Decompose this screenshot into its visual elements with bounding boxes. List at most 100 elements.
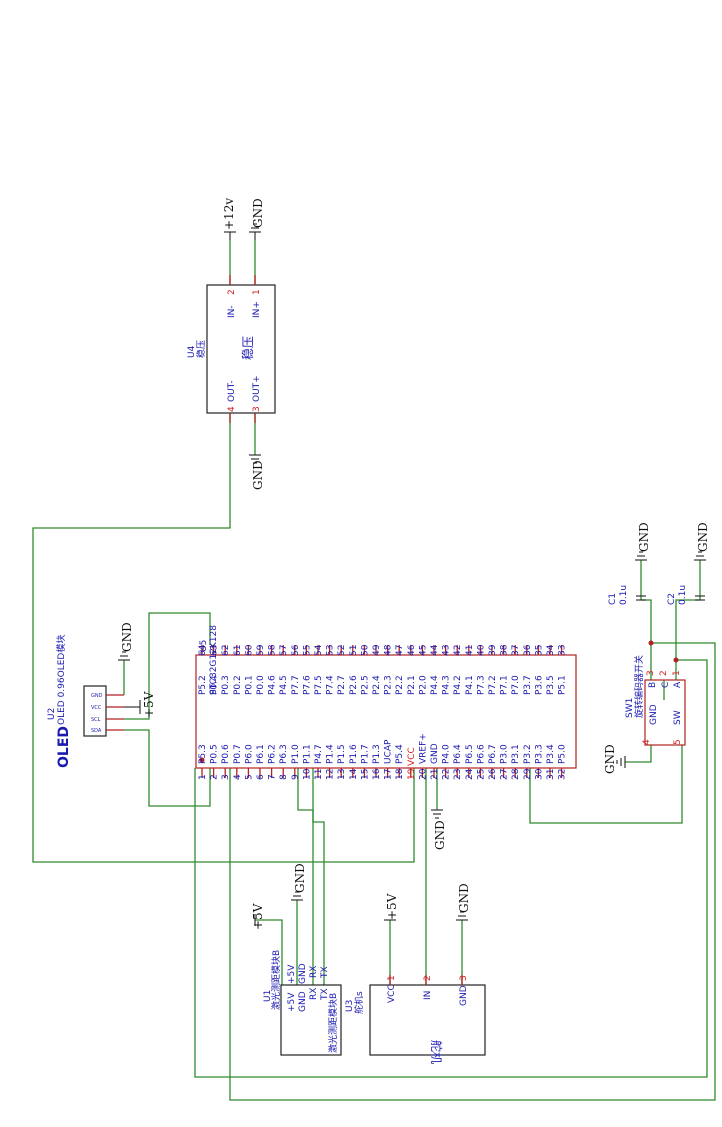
u5-pin-num: 16: [372, 768, 382, 780]
sw1-ref: SW1: [625, 698, 635, 718]
u5-pin-num: 61: [233, 645, 243, 656]
u4-gnd-out-label: GND: [251, 460, 265, 490]
u4-pin2-num: 2: [227, 289, 237, 295]
u5-pin-num: 64: [198, 644, 208, 656]
u5-pin-num: 60: [244, 644, 254, 656]
u5-pin-num: 5: [244, 774, 254, 780]
sw1-pin-gnd: GND: [649, 704, 659, 725]
c2-gnd-label: GND: [696, 522, 710, 552]
u3-pin-vcc: VCC: [387, 984, 397, 1003]
wire-enc-b: [229, 642, 716, 1101]
u5-pin-num: 23: [453, 769, 463, 780]
u1-laser: U1 激光测距模块B 激光测距模块B +5V GND RX TX +5V GND…: [251, 863, 342, 1056]
wire-u5-p1: [297, 768, 314, 985]
u3-pin2-num: 2: [423, 975, 433, 981]
u5-pin-name: P7.2: [488, 675, 498, 695]
u5-pin-num: 48: [384, 644, 394, 656]
u5-pin-name: P2.5: [360, 675, 370, 695]
u5-pin-name: P2.1: [407, 675, 417, 695]
u5-pin-name: P5.1: [558, 675, 568, 695]
c2-value: 0.1u: [678, 585, 688, 605]
u5-pin-name: VREF+: [418, 733, 428, 764]
u1-name: 激光测距模块B: [270, 950, 282, 1010]
sw1-pin3-num: 3: [646, 670, 656, 676]
u5-pin-num: 33: [558, 645, 568, 656]
u5-pin-num: 24: [465, 768, 475, 780]
u5-pin-num: 18: [395, 768, 405, 780]
u4-ref: U4: [187, 345, 197, 358]
u5-pin-name: VCC: [407, 747, 417, 766]
u5-pin-name: P0.3: [221, 675, 231, 695]
u5-pin-name: P4.2: [453, 675, 463, 695]
u2-vcc-label: +5V: [142, 691, 156, 718]
u3-center-label: 舵机: [429, 1040, 444, 1064]
u5-pin-name: P1.5: [337, 744, 347, 764]
u5-pin-num: 46: [407, 644, 417, 656]
u5-pin-num: 41: [465, 645, 475, 656]
c1-gnd-label: GND: [637, 522, 651, 552]
sw1-pin1-num: 1: [672, 670, 682, 676]
u5-pin-name: P6.4: [453, 744, 463, 764]
u5-pin-name: P2.0: [418, 675, 428, 695]
u5-pin-num: 20: [418, 768, 428, 780]
u3-pin1-num: 1: [387, 975, 397, 981]
u1-pin-5v: +5V: [287, 964, 297, 984]
u5-pin-num: 2: [210, 774, 220, 780]
u1-inner-gnd: GND: [298, 991, 308, 1012]
u5-pin-num: 30: [534, 768, 544, 780]
u5-pin-num: 43: [442, 645, 452, 656]
u5-pin-name: P1.3: [372, 744, 382, 764]
u5-pin-name: P5.2: [198, 675, 208, 695]
u5-pin-name: P6.5: [465, 744, 475, 764]
gnd-icon: [431, 809, 443, 819]
gnd-icon: [616, 756, 626, 768]
u5-body: [195, 654, 577, 769]
u5-pin-num: 22: [442, 769, 452, 780]
u5-pin-name: P0.2: [233, 675, 243, 695]
u5-pin-name: P4.1: [465, 675, 475, 695]
u5-pin-num: 35: [534, 645, 544, 656]
u5-pin-name: P7.1: [500, 675, 510, 695]
u5-pin-name: P0.7: [233, 744, 243, 764]
u5-pin-num: 6: [256, 774, 266, 780]
u1-pin-rx: RX: [309, 966, 319, 978]
u3-pin3-num: 3: [459, 975, 469, 981]
u5-pin-name: P3.5: [546, 675, 556, 695]
u5-pin-num: 15: [360, 769, 370, 780]
u5-pin-num: 44: [430, 644, 440, 656]
u5-pin-num: 32: [558, 769, 568, 780]
sw1-pin-b: B: [648, 682, 658, 688]
c1-ref: C1: [608, 593, 618, 605]
u5-pin-num: 14: [349, 768, 359, 780]
u2-pin-vcc: VCC: [91, 705, 102, 711]
u1-inner-5v: +5V: [287, 992, 297, 1012]
u5-pin-name: P6.6: [476, 744, 486, 764]
u2-body: [83, 685, 107, 737]
u3-pin-gnd: GND: [459, 985, 469, 1006]
u5-pin-name: P6.0: [244, 744, 254, 764]
u5-pin-name: P2.7: [337, 675, 347, 695]
u4-pin-in-plus: IN+: [252, 301, 262, 318]
u2-name: OLED 0.96OLED模块: [55, 635, 67, 725]
sw1-pin5-num: 5: [673, 739, 683, 745]
c1-value: 0.1u: [619, 585, 629, 605]
u5-pin-num: 39: [488, 644, 498, 656]
wire-c2: [675, 560, 701, 660]
u5-pin-name: P6.3: [279, 744, 289, 764]
u5-pin-num: 54: [314, 644, 324, 656]
u5-left-pins: 1P5.32P0.53P0.64P0.75P6.06P6.17P6.28P6.3…: [198, 733, 568, 780]
u3-name: 舵机s: [353, 991, 365, 1014]
u5-pin-num: 47: [395, 645, 405, 656]
wire-laser-5v: [255, 919, 283, 985]
wire-enc-a: [194, 659, 708, 1078]
wire-out-minus: [32, 413, 415, 863]
sw1-pin2-num: 2: [659, 670, 669, 676]
sw1-pin4-num: 4: [642, 739, 652, 745]
u5-pin-name: P3.4: [546, 744, 556, 764]
u5-pin-num: 7: [268, 774, 278, 780]
u5-pin-name: P5.0: [558, 744, 568, 764]
u5-pin-num: 8: [279, 774, 289, 780]
u1-pin-tx: TX: [320, 966, 330, 979]
u5-mcu: U5 STC32G12K128 1P5.32P0.53P0.64P0.75P6.…: [195, 625, 577, 850]
u5-pin-name: P3.3: [534, 744, 544, 764]
